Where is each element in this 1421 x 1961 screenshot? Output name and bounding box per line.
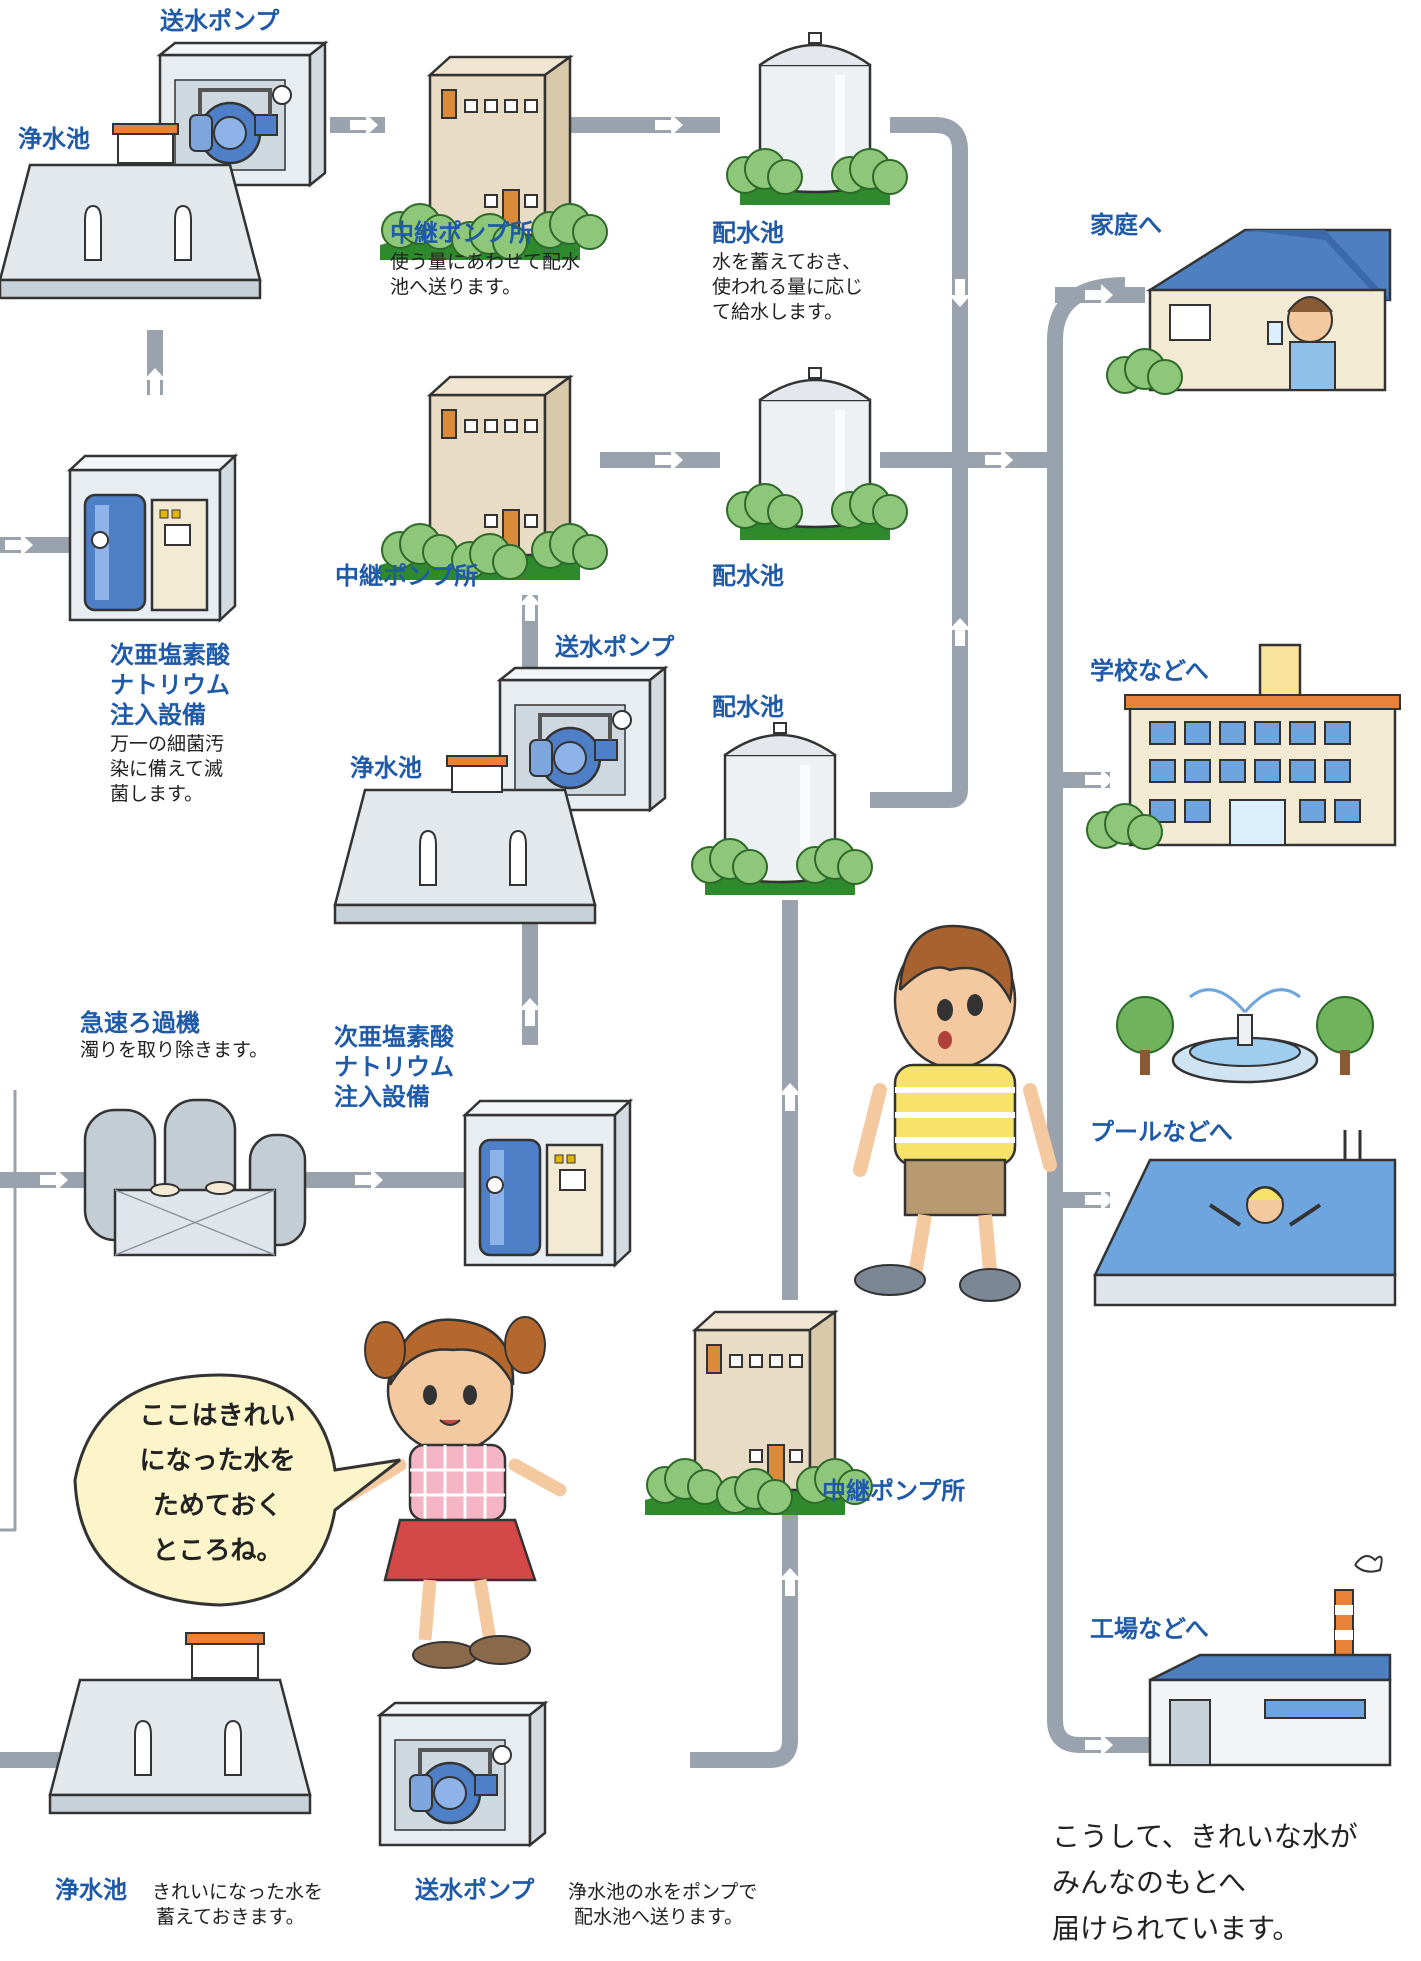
clear-well-mid-label: 浄水池 xyxy=(350,754,422,782)
rapid-filter-label: 急速ろ過機 xyxy=(80,1009,200,1037)
reservoir-3-label: 配水池 xyxy=(712,693,784,721)
girl-illustration xyxy=(343,1316,567,1669)
pump-bottom-label: 送水ポンプ xyxy=(415,1876,535,1904)
chlorinator-mid-label: 次亜塩素酸 ナトリウム 注入設備 xyxy=(334,1023,454,1111)
relay-station-3-label: 中継ポンプ所 xyxy=(822,1477,966,1505)
relay-station-1-description: 使う量にあわせて配水 池へ送ります。 xyxy=(390,251,581,298)
reservoir-1-description: 水を蓄えておき、 使われる量に応じ て給水します。 xyxy=(712,251,864,323)
chlorinator-top-illustration xyxy=(68,454,237,622)
relay-station-1-label: 中継ポンプ所 xyxy=(390,219,534,247)
clear-well-top-illustration xyxy=(0,163,262,300)
destination-pool-label: プールなどへ xyxy=(1090,1118,1233,1146)
reservoir-3-illustration xyxy=(692,723,872,895)
clear-well-bottom-description: きれいになった水を 蓄えておきます。 xyxy=(152,1881,324,1928)
clear-well-top-label: 浄水池 xyxy=(18,125,90,153)
speech-bubble-shape xyxy=(73,1373,401,1607)
pump-bottom-illustration xyxy=(378,1701,547,1847)
reservoir-2-label: 配水池 xyxy=(712,562,784,590)
pump-top-label: 送水ポンプ xyxy=(160,7,280,35)
fountain-illustration xyxy=(1116,988,1374,1084)
pump-mid-label: 送水ポンプ xyxy=(555,633,675,661)
closing-message: こうして、きれいな水が みんなのもとへ 届けられています。 xyxy=(1052,1820,1358,1945)
destination-home-label: 家庭へ xyxy=(1090,211,1162,239)
clear-well-bottom-label: 浄水池 xyxy=(55,1876,127,1904)
chlorinator-top-label: 次亜塩素酸 ナトリウム 注入設備 xyxy=(110,641,230,729)
clear-well-bottom-illustration xyxy=(48,1678,312,1815)
reservoir-1-label: 配水池 xyxy=(712,219,784,247)
rapid-filter-illustration xyxy=(83,1098,307,1257)
pump-top-illustration xyxy=(158,41,327,187)
pump-bottom-description: 浄水池の水をポンプで 配水池へ送ります。 xyxy=(568,1881,758,1928)
pool-illustration xyxy=(1093,1130,1397,1307)
destination-factory-label: 工場などへ xyxy=(1090,1615,1209,1643)
factory-illustration xyxy=(1148,1555,1392,1767)
chlorinator-mid-illustration xyxy=(463,1099,632,1267)
boy-illustration xyxy=(853,924,1057,1302)
clear-well-mid-illustration xyxy=(333,788,597,925)
rapid-filter-description: 濁りを取り除きます。 xyxy=(80,1039,269,1061)
home-illustration xyxy=(1106,228,1392,395)
relay-station-2-label: 中継ポンプ所 xyxy=(335,562,479,590)
pump-mid-illustration xyxy=(498,666,667,812)
chlorinator-top-description: 万一の細菌汚 染に備えて滅 菌します。 xyxy=(110,733,225,805)
relay-station-2-illustration xyxy=(380,377,607,580)
destination-school-label: 学校などへ xyxy=(1090,657,1209,685)
school-illustration xyxy=(1086,643,1401,850)
reservoir-1-illustration xyxy=(727,33,907,205)
speech-bubble-text: ここはきれい になった水を ためておく ところね。 xyxy=(139,1401,296,1566)
